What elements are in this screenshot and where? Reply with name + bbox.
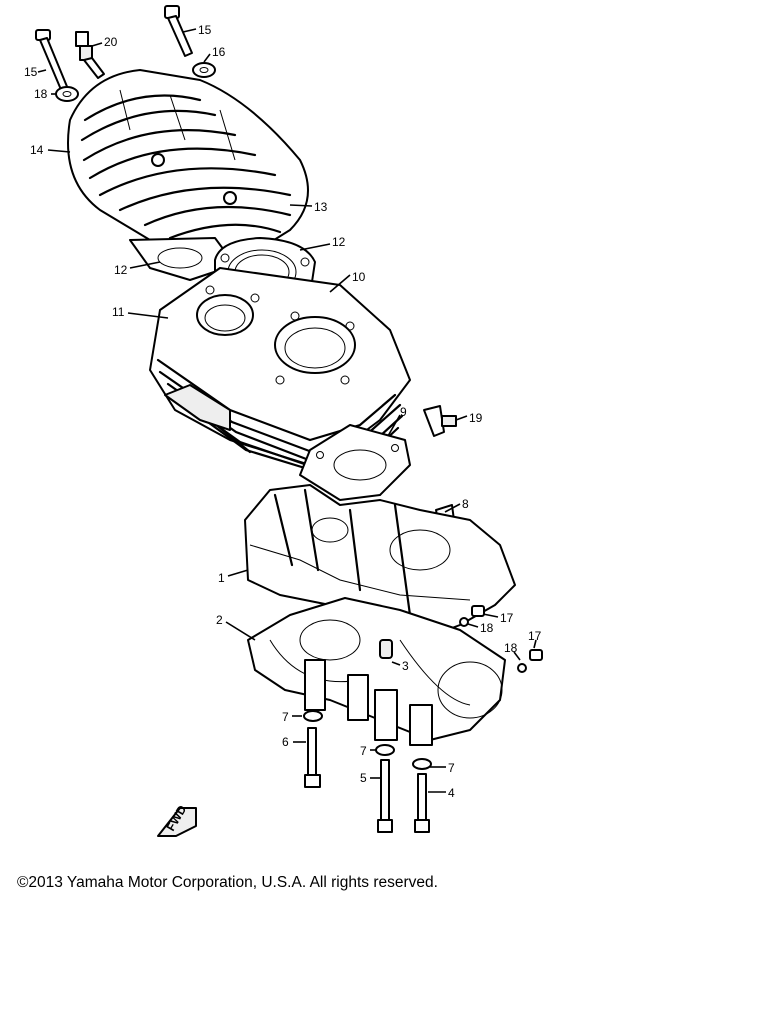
- callout-20: 20: [104, 35, 118, 49]
- lower-crankcase: [247, 597, 506, 746]
- callout-5: 5: [360, 771, 367, 785]
- callout-6: 6: [282, 735, 289, 749]
- callout-9: 9: [400, 405, 407, 419]
- callout-12-left: 12: [114, 263, 128, 277]
- copyright-notice: ©2013 Yamaha Motor Corporation, U.S.A. A…: [17, 874, 438, 891]
- callout-18-top: 18: [34, 87, 48, 101]
- upper-crankcase: [244, 484, 516, 641]
- callout-labels: 20 15 16 18 15 14 13 12 12 10 11 9 19 8 …: [24, 23, 542, 800]
- callout-13: 13: [314, 200, 328, 214]
- bolt-4: [412, 758, 432, 833]
- bolt-5: [375, 744, 395, 833]
- callout-18-lower: 18: [504, 641, 518, 655]
- callout-7-left: 7: [282, 710, 289, 724]
- callout-15-right: 15: [198, 23, 212, 37]
- bolt-6: [303, 710, 323, 788]
- washer-16: [192, 62, 216, 78]
- callout-3: 3: [402, 659, 409, 673]
- spark-plug: [75, 31, 105, 79]
- bolt-17-lower: [529, 649, 543, 661]
- washer-18-upper: [459, 617, 469, 627]
- callout-7-right: 7: [448, 761, 455, 775]
- head-gasket-left: [129, 237, 236, 281]
- bolt-17-upper: [471, 605, 485, 617]
- fitting-19: [423, 405, 457, 437]
- washer-18-lower: [517, 663, 527, 673]
- callout-1: 1: [218, 571, 225, 585]
- washer-18: [55, 86, 79, 102]
- cylinder-block: [149, 267, 411, 474]
- leader-lines: [37, 28, 537, 793]
- callout-12-right: 12: [332, 235, 346, 249]
- callout-17-lower: 17: [528, 629, 542, 643]
- callout-11: 11: [112, 305, 125, 319]
- callout-8: 8: [462, 497, 469, 511]
- callout-7-mid: 7: [360, 744, 367, 758]
- cylinder-head: [67, 69, 309, 259]
- callout-18-upper: 18: [480, 621, 494, 635]
- callout-10: 10: [352, 270, 366, 284]
- direction-mark: FWD: [157, 803, 197, 837]
- callout-15-left: 15: [24, 65, 38, 79]
- callout-4: 4: [448, 786, 455, 800]
- head-bolt-right: [164, 5, 193, 57]
- exploded-parts-diagram: FWD 20 15 16 18 15 14: [24, 5, 543, 837]
- head-bolt-left: [35, 29, 69, 93]
- callout-17-upper: 17: [500, 611, 514, 625]
- base-gasket: [299, 424, 411, 501]
- callout-14: 14: [30, 143, 44, 157]
- callout-19: 19: [469, 411, 483, 425]
- callout-2: 2: [216, 613, 223, 627]
- callout-16: 16: [212, 45, 226, 59]
